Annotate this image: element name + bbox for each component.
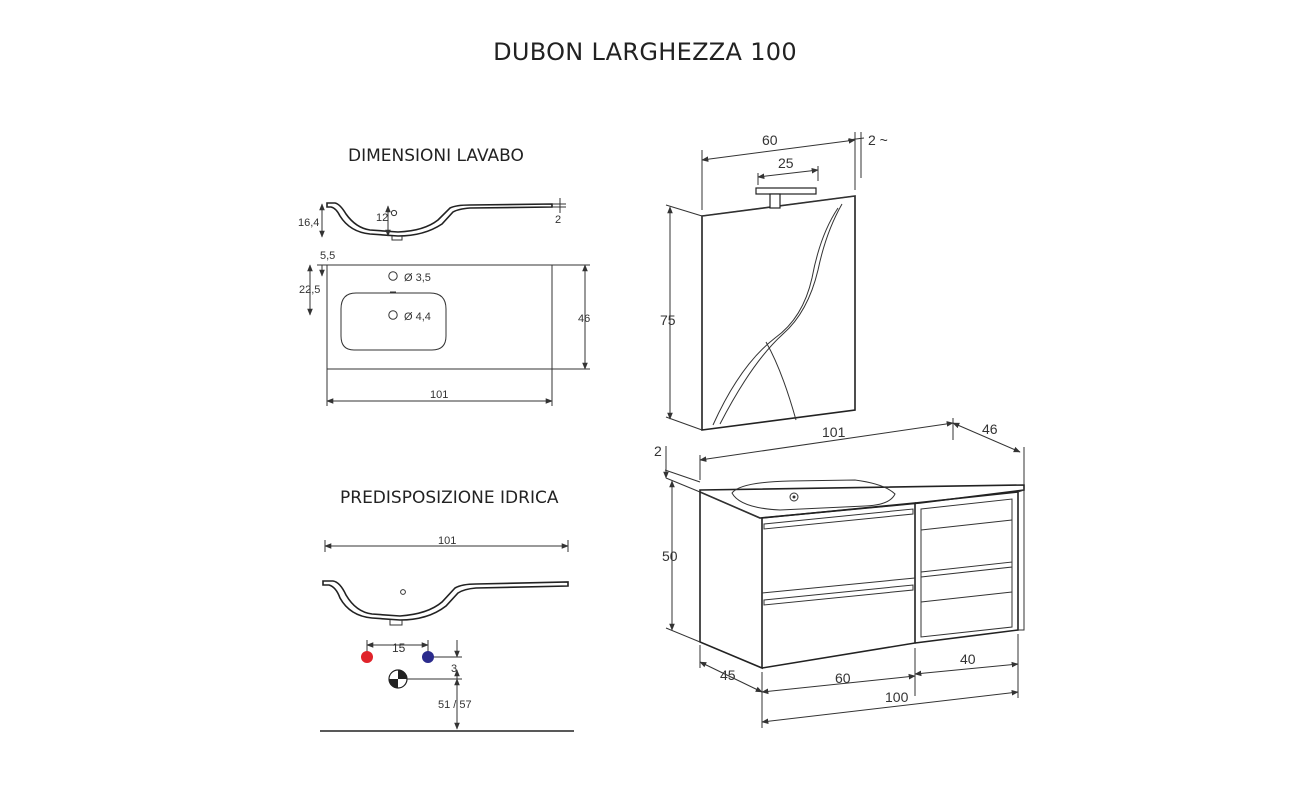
plumbing-basin-outline [322, 580, 569, 621]
dim-mirror-height: 75 [660, 312, 676, 328]
dim-basin-height: 16,4 [298, 217, 319, 229]
drawer-handle-bottom [763, 584, 914, 606]
dim-basin-depth: 12 [376, 212, 388, 224]
dim-hole-small: Ø 3,5 [404, 272, 431, 284]
basin-drain [391, 236, 403, 241]
mirror-lamp [755, 187, 817, 209]
dim-top-thickness: 2 [654, 443, 662, 459]
dim-hole-large: Ø 4,4 [404, 311, 431, 323]
drawer-handle-top [763, 508, 914, 530]
drain-center-icon [388, 669, 408, 689]
dim-basin-top-depth: 46 [578, 313, 590, 325]
dim-mirror-thickness: 2 ~ [868, 132, 888, 148]
section-title-plumbing: PREDISPOSIZIONE IDRICA [340, 488, 559, 508]
hole-large-icon [388, 310, 398, 320]
basin-bowl [340, 292, 447, 351]
plumbing-drain [389, 620, 403, 626]
basin-profile-view: 16,4 12 2 [298, 198, 566, 241]
cabinet-side [699, 492, 763, 670]
dim-drawer-width: 60 [835, 670, 851, 686]
cold-water-icon [422, 651, 434, 663]
dim-plumbing-gap: 3 [451, 663, 457, 675]
mirror-view: 60 25 2 ~ 75 [660, 132, 888, 431]
dim-plumbing-width: 101 [438, 535, 456, 547]
open-shelf-outline [914, 491, 1019, 644]
cabinet-view: 101 46 2 50 45 60 40 100 [654, 418, 1025, 728]
dim-hole-offset: 5,5 [320, 250, 335, 262]
cabinet-basin-bowl [731, 479, 896, 511]
dim-bowl-offset: 22,5 [299, 284, 320, 296]
dim-mirror-width: 60 [762, 132, 778, 148]
dim-top-width: 101 [822, 424, 846, 440]
dim-plumbing-height: 51 / 57 [438, 699, 472, 711]
dim-basin-top-width: 101 [430, 389, 448, 401]
dim-shelf-width: 40 [960, 651, 976, 667]
cabinet-front [761, 502, 916, 669]
basin-tap-hole [390, 209, 398, 217]
basin-top-outline [326, 264, 553, 370]
dim-cabinet-height: 50 [662, 548, 678, 564]
hole-small-icon [388, 271, 398, 281]
dim-top-depth: 46 [982, 421, 998, 437]
basin-top-view: Ø 3,5 Ø 4,4 5,5 22,5 46 101 [299, 250, 590, 406]
cabinet-tap-hole [789, 492, 799, 502]
dim-lamp-width: 25 [778, 155, 794, 171]
dim-plumbing-spacing: 15 [392, 641, 406, 655]
dim-cabinet-depth: 45 [720, 667, 736, 683]
drawer-divider [761, 577, 916, 594]
basin-profile-outline [326, 202, 553, 237]
dim-total-width: 100 [885, 689, 909, 705]
dim-basin-edge: 2 [555, 214, 561, 226]
mirror-outline [701, 195, 856, 431]
page-title: DUBON LARGHEZZA 100 [493, 38, 797, 66]
hot-water-icon [361, 651, 373, 663]
mirror-wave-2 [719, 203, 843, 425]
plumbing-view: 101 15 3 51 / 57 [320, 535, 574, 732]
mirror-wave-1 [712, 207, 839, 426]
section-title-basin-dimensions: DIMENSIONI LAVABO [348, 146, 524, 166]
